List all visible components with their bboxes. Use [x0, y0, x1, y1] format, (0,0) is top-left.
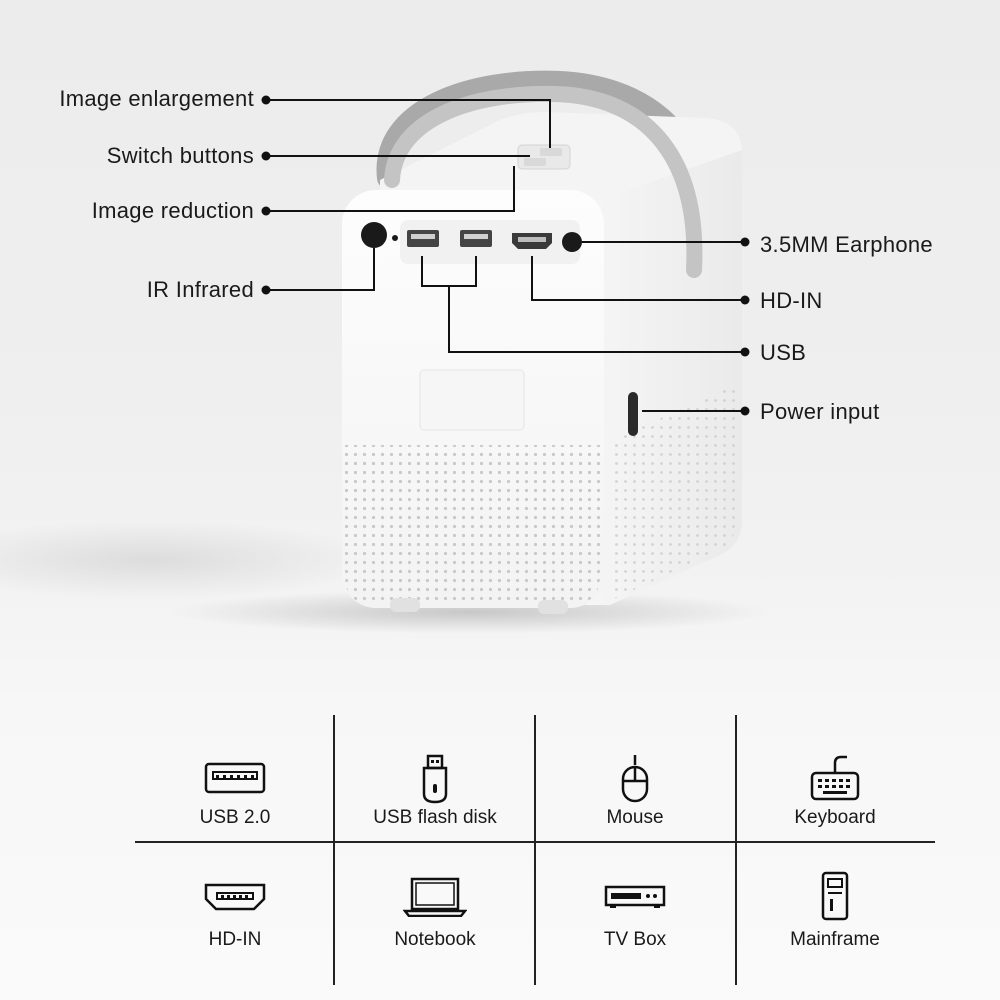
floor-shadow	[170, 590, 770, 634]
compat-label: Keyboard	[794, 807, 876, 828]
tv-box-icon	[604, 885, 666, 908]
leader-ir-infrared	[268, 248, 375, 291]
compat-hd-in: HD-IN	[135, 843, 335, 969]
compat-label: Mainframe	[790, 929, 880, 950]
earphone-jack	[562, 232, 582, 252]
dot-switch-buttons	[261, 151, 271, 161]
image-enlargement-button	[540, 148, 562, 156]
projector-illustration	[0, 70, 770, 634]
usb-port-1-inner	[411, 234, 435, 239]
image-reduction-button	[524, 158, 546, 166]
label-earphone: 3.5MM Earphone	[760, 232, 933, 257]
label-recess	[419, 369, 525, 431]
grid-divider-horizontal	[135, 841, 935, 843]
foot-left	[390, 598, 420, 612]
usb-port-icon	[204, 762, 266, 794]
speaker-grill-front	[345, 445, 600, 605]
dot-image-enlargement	[261, 95, 271, 105]
grid-divider-2	[534, 715, 536, 985]
compat-notebook: Notebook	[335, 843, 535, 969]
compat-usb-flash-disk: USB flash disk	[335, 715, 535, 841]
foot-right	[538, 600, 568, 614]
compat-label: USB flash disk	[373, 807, 497, 828]
compat-tv-box: TV Box	[535, 843, 735, 969]
floor-shadow-left	[0, 520, 380, 600]
dot-usb	[740, 347, 750, 357]
compat-keyboard: Keyboard	[735, 715, 935, 841]
compat-label: USB 2.0	[199, 807, 271, 828]
compatibility-grid: USB 2.0 USB flash disk	[135, 715, 935, 985]
mouse-icon	[621, 755, 649, 803]
compat-mouse: Mouse	[535, 715, 735, 841]
dot-power-input	[740, 406, 750, 416]
leader-usb-stem	[448, 286, 745, 353]
ir-receiver	[361, 222, 387, 248]
speaker-grill-side	[612, 385, 735, 600]
notebook-icon	[403, 877, 467, 917]
label-image-reduction: Image reduction	[91, 198, 254, 223]
compat-mainframe: Mainframe	[735, 843, 935, 969]
usb-port-2-inner	[464, 234, 488, 239]
leader-hd-in	[531, 256, 745, 301]
grid-divider-1	[333, 715, 335, 985]
leader-image-reduction	[268, 166, 515, 212]
compat-label: Notebook	[394, 929, 476, 950]
mainframe-icon	[821, 871, 849, 921]
hdmi-port-inner	[518, 237, 546, 242]
label-image-enlargement: Image enlargement	[59, 86, 254, 111]
usb-flash-disk-icon	[422, 754, 448, 804]
dot-ir-infrared	[261, 285, 271, 295]
power-port	[628, 392, 638, 436]
compat-label: TV Box	[603, 929, 667, 950]
dot-earphone	[740, 237, 750, 247]
led-indicator	[392, 235, 398, 241]
hdmi-port-icon	[204, 883, 266, 911]
label-ir-infrared: IR Infrared	[146, 277, 254, 302]
compat-label: Mouse	[606, 807, 664, 828]
compat-usb-2: USB 2.0	[135, 715, 335, 841]
handle-front	[384, 85, 703, 278]
keyboard-icon	[810, 755, 860, 801]
dot-hd-in	[740, 295, 750, 305]
dot-image-reduction	[261, 206, 271, 216]
label-hd-in: HD-IN	[760, 288, 823, 313]
compat-label: HD-IN	[208, 929, 262, 950]
label-usb: USB	[760, 340, 807, 365]
label-switch-buttons: Switch buttons	[106, 143, 254, 168]
grid-divider-3	[735, 715, 737, 985]
label-power-input: Power input	[760, 399, 880, 424]
leader-image-enlargement	[268, 99, 551, 148]
